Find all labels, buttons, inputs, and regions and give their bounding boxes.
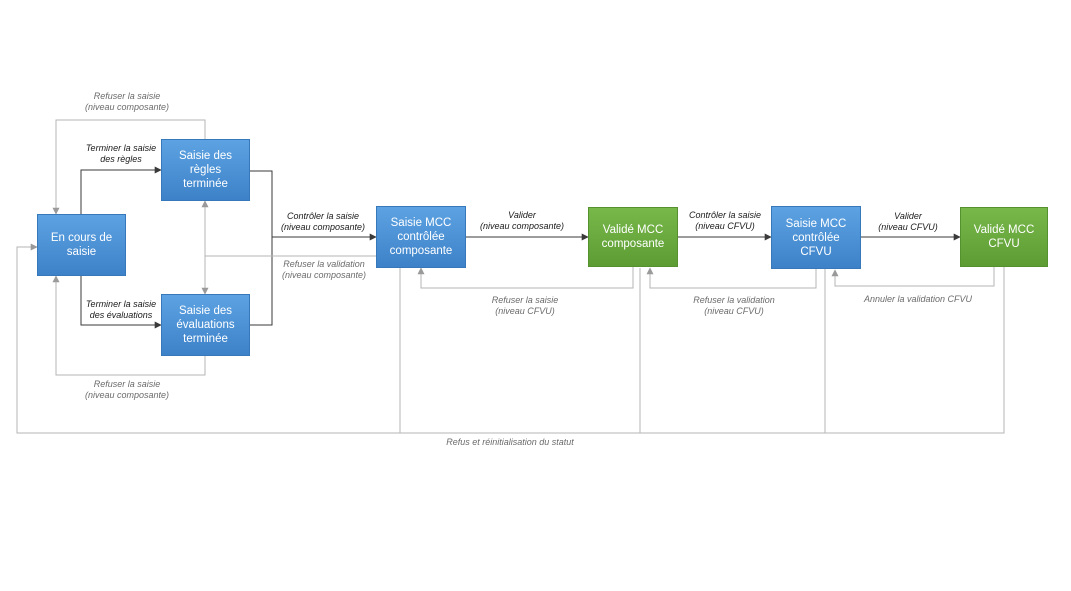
node-saisie-regles-terminee: Saisie des règles terminée xyxy=(161,139,250,201)
label-controler-cfvu: Contrôler la saisie (niveau CFVU) xyxy=(688,210,762,231)
node-saisie-mcc-controlee-cfvu: Saisie MCC contrôlée CFVU xyxy=(771,206,861,269)
label-valider-composante: Valider (niveau composante) xyxy=(479,210,565,231)
node-saisie-evaluations-terminee: Saisie des évaluations terminée xyxy=(161,294,250,356)
edge-refuser-validation-cfvu xyxy=(646,267,817,289)
label-refuser-validation-cfvu: Refuser la validation (niveau CFVU) xyxy=(693,295,775,316)
edge-annuler-validation-cfvu xyxy=(831,267,995,287)
edge-refuser-saisie-bottom xyxy=(52,275,206,376)
label-refuser-saisie-cfvu: Refuser la saisie (niveau CFVU) xyxy=(491,295,559,316)
label-refuser-validation-composante: Refuser la validation (niveau composante… xyxy=(281,259,367,280)
edge-terminer-evaluations xyxy=(80,275,162,329)
node-valide-mcc-cfvu: Validé MCC CFVU xyxy=(960,207,1048,267)
edge-terminer-regles xyxy=(80,166,162,214)
edge-regles-to-controle xyxy=(250,170,273,237)
label-terminer-evaluations: Terminer la saisie des évaluations xyxy=(85,299,157,320)
node-saisie-mcc-controlee-composante: Saisie MCC contrôlée composante xyxy=(376,206,466,268)
label-controler-composante: Contrôler la saisie (niveau composante) xyxy=(280,211,366,232)
label-valider-cfvu: Valider (niveau CFVU) xyxy=(878,211,938,232)
edge-refus-reinitialisation xyxy=(16,243,1005,434)
label-refuser-saisie-bottom: Refuser la saisie (niveau composante) xyxy=(84,379,170,400)
label-refuser-saisie-top: Refuser la saisie (niveau composante) xyxy=(84,91,170,112)
edge-refuser-saisie-top xyxy=(52,119,206,215)
edge-refuser-saisie-cfvu xyxy=(417,267,634,289)
node-valide-mcc-composante: Validé MCC composante xyxy=(588,207,678,267)
label-refus-reinitialisation: Refus et réinitialisation du statut xyxy=(446,437,574,447)
label-annuler-validation-cfvu: Annuler la validation CFVU xyxy=(863,294,973,304)
node-en-cours-de-saisie: En cours de saisie xyxy=(37,214,126,276)
label-terminer-regles: Terminer la saisie des règles xyxy=(85,143,157,164)
edge-evaluations-to-controle xyxy=(250,237,273,326)
